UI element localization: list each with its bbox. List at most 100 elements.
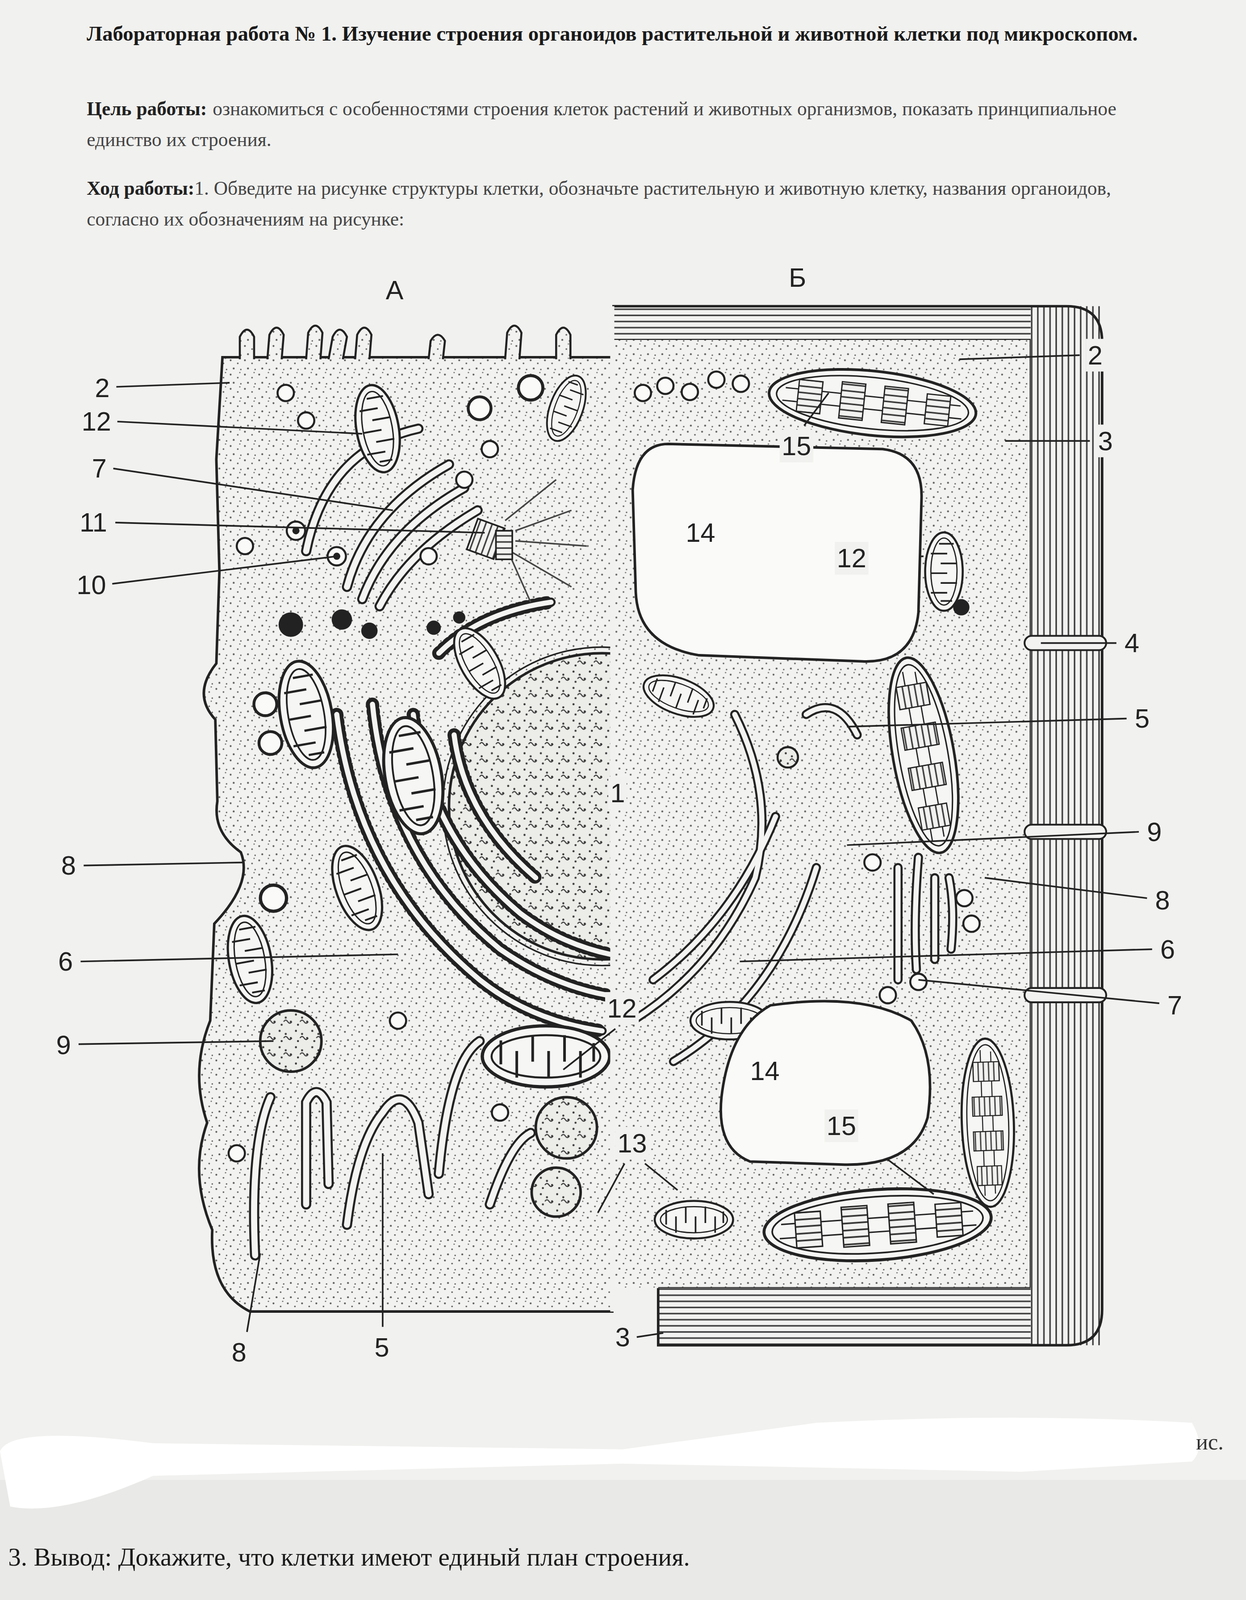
callout-number: 11 bbox=[77, 505, 110, 539]
vacuole-membrane bbox=[632, 443, 922, 662]
goal-paragraph: Цель работы:ознакомиться с особенностями… bbox=[86, 93, 1138, 155]
cell-heading: А bbox=[385, 273, 404, 306]
chloroplasts bbox=[876, 652, 971, 858]
animal-cell bbox=[306, 325, 323, 360]
plant-er bbox=[652, 816, 776, 980]
cell-wall bbox=[658, 1287, 1067, 1346]
mitochondria bbox=[482, 1025, 610, 1088]
plant-cell bbox=[612, 338, 1031, 1288]
plant-mitochondria bbox=[654, 1200, 733, 1239]
goal-heading: Цель работы: bbox=[86, 97, 207, 120]
smooth-er-golgi bbox=[254, 428, 531, 1256]
goal-text: ознакомиться с особенностями строения кл… bbox=[86, 97, 1117, 151]
plant-vesicles bbox=[634, 384, 652, 402]
conclusion-task: 3. Вывод: Докажите, что клетки имеют еди… bbox=[8, 1540, 690, 1574]
chloroplasts bbox=[958, 1037, 1017, 1208]
plant-er bbox=[806, 707, 858, 735]
leader-lines bbox=[644, 1163, 678, 1190]
callout-number: 5 bbox=[1132, 702, 1152, 735]
plant-er bbox=[806, 707, 858, 735]
centrioles bbox=[496, 530, 513, 560]
mitochondria bbox=[443, 619, 516, 707]
plant-er bbox=[949, 877, 953, 950]
smooth-er-golgi bbox=[347, 464, 450, 587]
vesicles bbox=[481, 440, 499, 458]
smooth-er-golgi bbox=[362, 487, 465, 599]
mitochondria bbox=[221, 911, 279, 1007]
rough-er bbox=[336, 602, 611, 1031]
callout-number: 4 bbox=[1122, 626, 1142, 660]
leader-lines bbox=[1041, 642, 1117, 644]
callout-number: 13 bbox=[615, 1126, 649, 1160]
callout-number: 10 bbox=[74, 568, 109, 602]
vacuole: 14 bbox=[709, 995, 939, 1174]
callout-number: 7 bbox=[1165, 988, 1184, 1022]
mitochondria bbox=[322, 839, 393, 937]
smooth-er-golgi bbox=[439, 1041, 480, 1174]
callout-number: 12 bbox=[834, 541, 869, 575]
vesicles bbox=[277, 384, 295, 402]
callout-number: 5 bbox=[372, 1330, 392, 1364]
leader-lines bbox=[563, 1028, 616, 1070]
plant-er bbox=[632, 714, 762, 1021]
callout-number: 3 bbox=[613, 1320, 632, 1354]
redaction bbox=[0, 1417, 1200, 1509]
callout-number: 9 bbox=[54, 1028, 73, 1062]
leader-lines bbox=[918, 979, 1160, 1004]
vesicles bbox=[468, 396, 491, 420]
callout-number: 15 bbox=[779, 429, 814, 463]
callout-number: 6 bbox=[56, 944, 76, 978]
rough-er bbox=[413, 714, 611, 955]
leader-lines bbox=[117, 421, 363, 434]
vesicles bbox=[389, 1012, 407, 1029]
procedure-paragraph: Ход работы:1. Обведите на рисунке структ… bbox=[86, 173, 1138, 235]
callout-number: 7 bbox=[89, 451, 109, 485]
plant-vesicles bbox=[708, 371, 725, 389]
smooth-er-golgi bbox=[254, 1096, 271, 1255]
smooth-er-golgi bbox=[347, 1099, 429, 1225]
leader-lines bbox=[1005, 439, 1091, 442]
animal-cell bbox=[328, 329, 348, 360]
vacuole-outline bbox=[627, 439, 929, 669]
smooth-er-golgi bbox=[439, 1041, 480, 1174]
leader-lines bbox=[847, 831, 1140, 845]
vesicles bbox=[228, 375, 598, 1217]
callout-number: 2 bbox=[92, 371, 112, 405]
title-block: Лабораторная работа № 1. Изучение строен… bbox=[86, 20, 1138, 49]
callout-number: 9 bbox=[1145, 815, 1164, 849]
plant-er bbox=[930, 877, 940, 960]
callout-number: 12 bbox=[79, 405, 113, 438]
rough-er bbox=[454, 734, 536, 878]
leader-lines bbox=[113, 468, 394, 511]
plant-vesicles bbox=[910, 973, 927, 991]
vesicles bbox=[518, 375, 544, 401]
vesicles bbox=[254, 692, 277, 716]
plant-er bbox=[932, 877, 937, 960]
vesicles bbox=[259, 731, 282, 755]
leader-lines bbox=[80, 953, 399, 962]
leader-lines bbox=[116, 382, 230, 387]
callout-number: 15 bbox=[824, 1109, 858, 1142]
vesicles bbox=[236, 537, 254, 555]
vesicles bbox=[297, 412, 315, 429]
lysosomes bbox=[361, 622, 378, 640]
smooth-er-golgi bbox=[362, 487, 465, 599]
cell-wall bbox=[612, 306, 1067, 339]
plant-cell bbox=[612, 338, 1031, 1288]
leader-lines bbox=[636, 1332, 664, 1337]
plant-cell: Б1414 bbox=[612, 306, 1108, 1348]
vesicles bbox=[260, 885, 287, 912]
title-text: Лабораторная работа № 1. Изучение строен… bbox=[86, 22, 1138, 45]
vesicles bbox=[535, 1096, 598, 1159]
plant-vesicles bbox=[657, 377, 674, 394]
callout-number: 8 bbox=[229, 1335, 249, 1369]
plant-er bbox=[893, 867, 904, 980]
lysosomes bbox=[426, 620, 441, 635]
leader-lines bbox=[246, 1253, 261, 1332]
leader-lines bbox=[381, 1153, 384, 1327]
plant-er bbox=[652, 816, 776, 980]
vacuole: 14 bbox=[627, 439, 929, 669]
animal-cell bbox=[355, 327, 372, 360]
plant-vesicles bbox=[963, 915, 980, 933]
rough-er bbox=[372, 704, 608, 996]
